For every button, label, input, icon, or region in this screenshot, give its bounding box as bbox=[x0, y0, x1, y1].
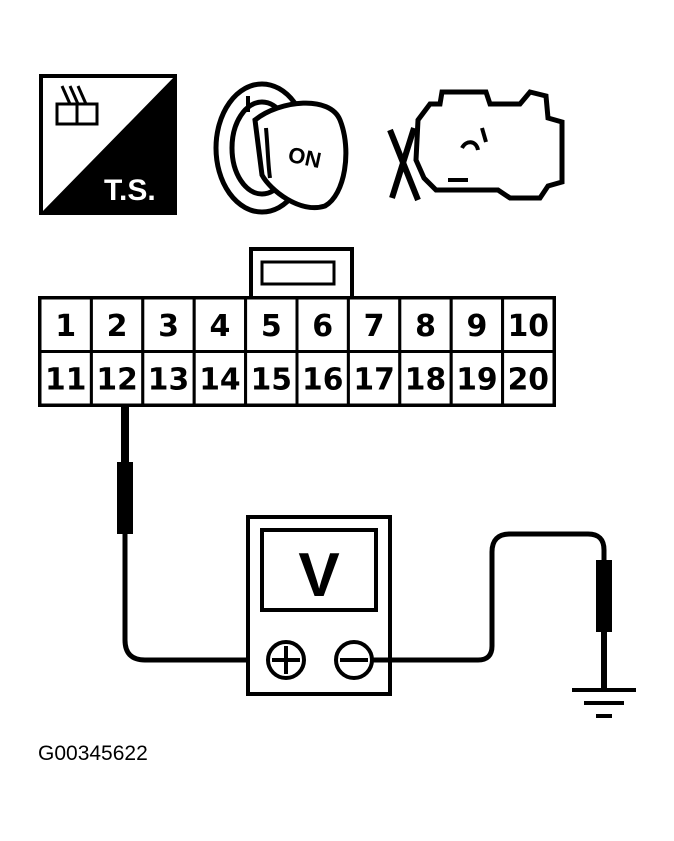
voltmeter-display-text: V bbox=[298, 541, 339, 610]
connector-pin-label: 13 bbox=[148, 362, 189, 397]
voltmeter: V bbox=[246, 515, 392, 696]
connector-pin-label: 11 bbox=[45, 362, 86, 397]
connector-pin-label: 20 bbox=[508, 362, 549, 397]
connector-pin-cell bbox=[346, 296, 402, 353]
connector-pin-cell bbox=[501, 296, 556, 353]
ground-icon bbox=[572, 688, 636, 718]
tool-ts-label: T.S. bbox=[104, 174, 156, 207]
connector-pin-label: 7 bbox=[364, 309, 385, 344]
connector-pin-label: 6 bbox=[312, 309, 333, 344]
connector-pin-label: 19 bbox=[456, 362, 497, 397]
connector-pin-label: 15 bbox=[251, 362, 292, 397]
connector-pin-label: 16 bbox=[302, 362, 343, 397]
connector-pin-label: 3 bbox=[158, 309, 179, 344]
connector-pin-cell bbox=[501, 350, 556, 407]
connector-pin-cell bbox=[398, 296, 453, 353]
connector-pin-label: 14 bbox=[199, 362, 240, 397]
connector-pin-cell bbox=[244, 350, 299, 407]
connector-pin-label: 12 bbox=[96, 362, 137, 397]
positive-probe bbox=[117, 462, 133, 534]
negative-terminal-icon bbox=[334, 640, 374, 680]
connector-pin-label: 8 bbox=[415, 309, 436, 344]
voltmeter-display bbox=[260, 528, 378, 612]
negative-probe bbox=[596, 560, 612, 632]
connector-pin-label: 5 bbox=[261, 309, 282, 344]
connector-pin-label: 17 bbox=[353, 362, 394, 397]
connector-pin-label: 18 bbox=[405, 362, 446, 397]
connector-pin-label: 9 bbox=[466, 309, 487, 344]
figure-id-label: G00345622 bbox=[38, 742, 148, 765]
positive-test-lead bbox=[117, 404, 270, 663]
connector-glyph-icon bbox=[55, 85, 99, 126]
connector-pin-cell bbox=[141, 350, 196, 407]
connector-pin-label: 2 bbox=[107, 309, 128, 344]
negative-test-lead bbox=[372, 531, 612, 690]
connector-pin-cell bbox=[346, 350, 402, 407]
engine-off-icon bbox=[387, 89, 565, 202]
connector-pin-label: 1 bbox=[55, 309, 76, 344]
positive-terminal-icon bbox=[266, 640, 306, 680]
ignition-key-on-icon: ON bbox=[213, 81, 349, 215]
connector-pin-label: 10 bbox=[508, 309, 549, 344]
connector-pin-cell bbox=[295, 350, 350, 407]
connector-pin-label: 4 bbox=[209, 309, 230, 344]
tool-ts-icon: T.S. bbox=[39, 74, 177, 215]
connector-pin-cell bbox=[449, 350, 505, 407]
